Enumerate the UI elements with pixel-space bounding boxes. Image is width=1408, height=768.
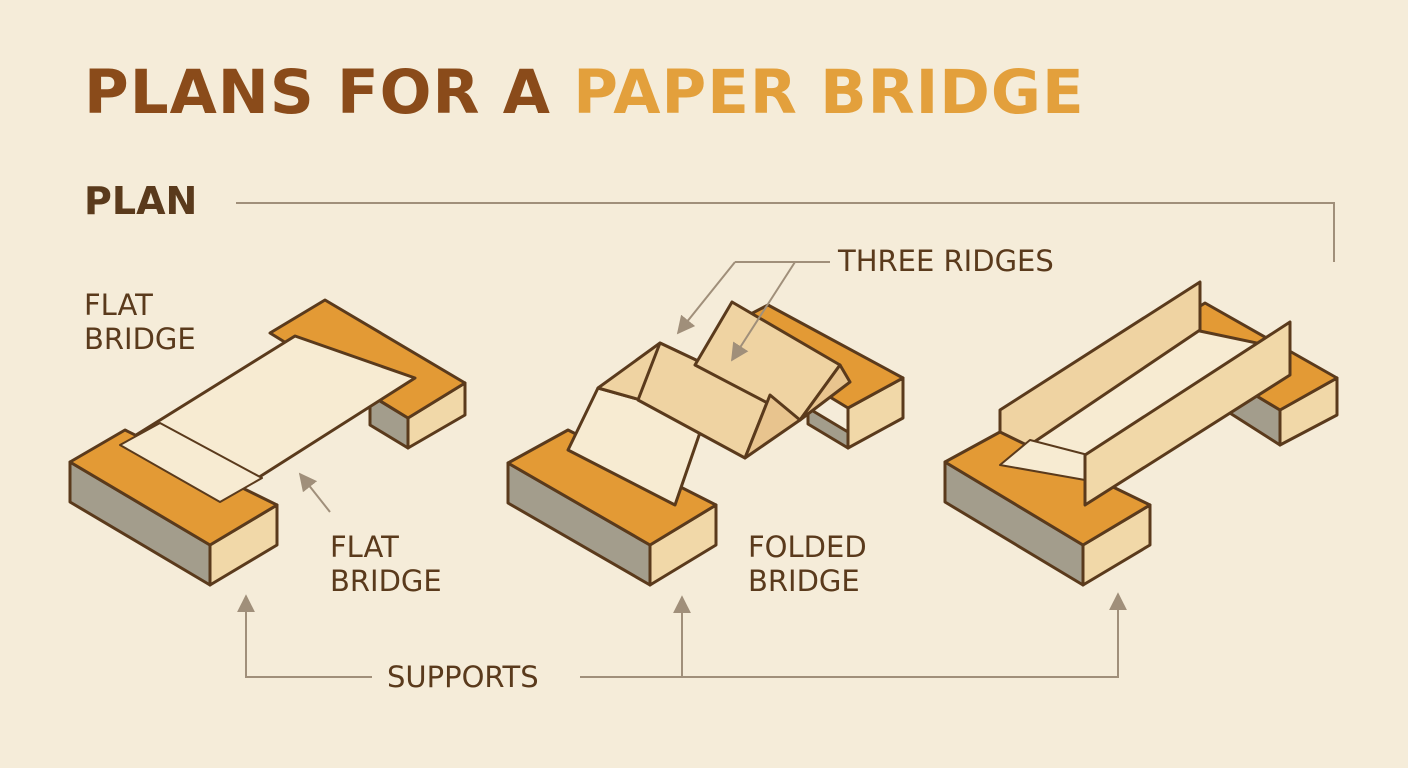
folded-bridge-line2: BRIDGE <box>748 564 860 598</box>
supports-label: SUPPORTS <box>387 660 539 694</box>
page-title: PLANS FOR A PAPER BRIDGE <box>84 62 1085 123</box>
flat-bridge-label: FLAT BRIDGE <box>330 530 442 598</box>
flat-bridge-label-top: FLAT BRIDGE <box>84 288 196 356</box>
folded-bridge-model <box>506 300 905 587</box>
title-part-1: PLANS FOR A <box>84 57 574 128</box>
folded-bridge-label: FOLDED BRIDGE <box>748 530 867 598</box>
flat-bridge-top-line1: FLAT <box>84 288 153 322</box>
ridge-arrow-2 <box>731 261 796 362</box>
walled-bridge-model <box>943 280 1339 587</box>
supports-left-leader <box>237 594 372 678</box>
flat-bridge-back-support <box>268 298 467 450</box>
title-part-2: PAPER BRIDGE <box>573 57 1085 128</box>
three-ridges-label: THREE RIDGES <box>838 244 1054 278</box>
flat-bridge-line2: BRIDGE <box>330 564 442 598</box>
folded-paper <box>566 300 852 507</box>
folded-bridge-front-support <box>506 428 718 587</box>
supports-right-leader <box>580 592 1127 678</box>
front-wall <box>1083 320 1292 507</box>
flat-bridge-model <box>68 298 467 587</box>
flat-bridge-front-support <box>68 422 279 587</box>
flat-bridge-line1: FLAT <box>330 530 399 564</box>
folded-bridge-line1: FOLDED <box>748 530 867 564</box>
ridge-arrow-1 <box>676 261 736 335</box>
flat-bridge-arrow <box>298 472 331 513</box>
walled-bridge-front-support <box>943 430 1152 587</box>
plan-rule-line <box>236 202 1335 262</box>
plan-heading: PLAN <box>84 179 198 223</box>
flat-bridge-top-line2: BRIDGE <box>84 322 196 356</box>
